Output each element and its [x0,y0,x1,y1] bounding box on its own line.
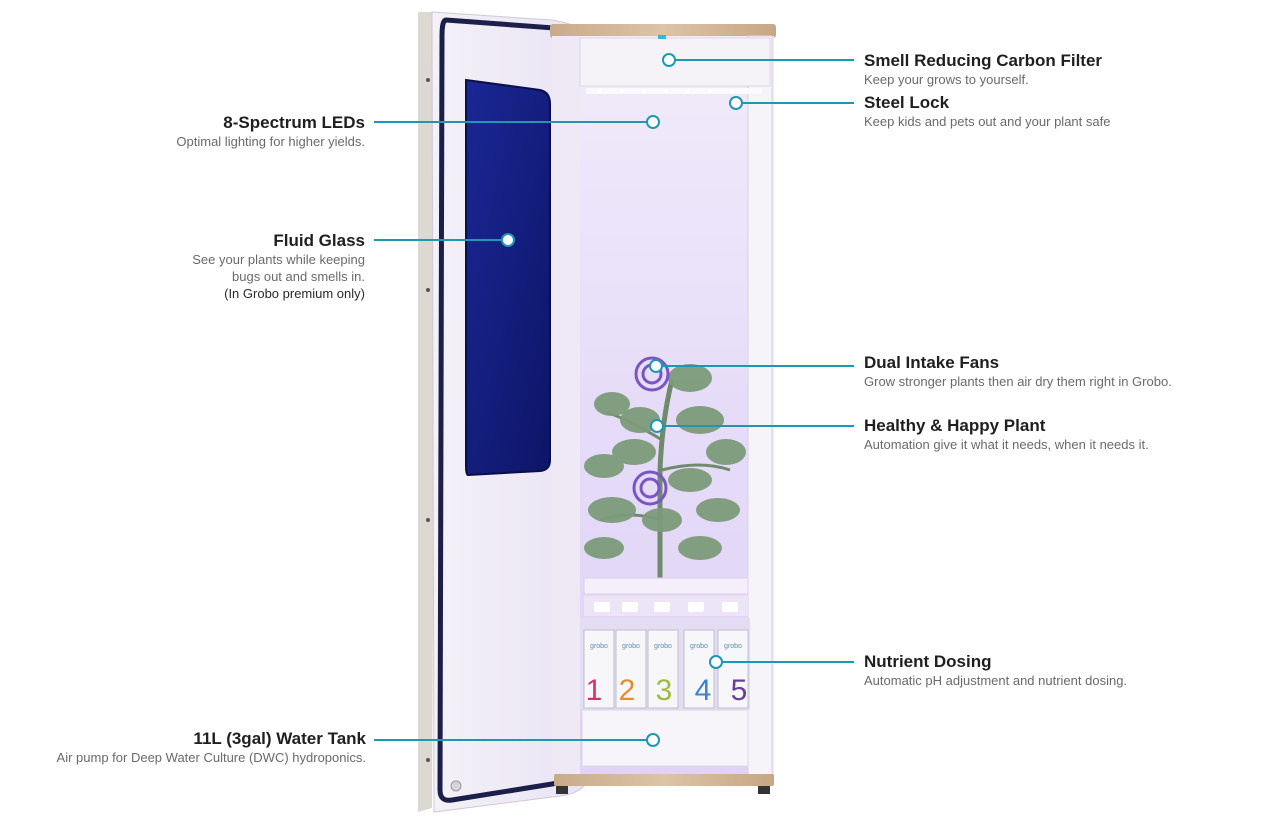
point-water-tank [646,733,660,747]
bottle-2-brand: grobo [622,643,640,650]
leader-water-tank [374,739,648,741]
callout-title: 11L (3gal) Water Tank [193,729,366,748]
callout-leds: 8-Spectrum LEDs Optimal lighting for hig… [176,112,365,150]
callout-desc: Automation give it what it needs, when i… [864,437,1149,452]
callout-title: Smell Reducing Carbon Filter [864,51,1103,70]
callout-desc: Optimal lighting for higher yields. [176,134,365,149]
callout-title: Dual Intake Fans [864,353,1000,372]
callout-desc-line2: bugs out and smells in. [232,269,365,284]
fluid-glass-window [465,78,551,477]
plant-illustration [583,356,749,616]
leader-carbon-filter [674,59,854,61]
bottle-1-brand: grobo [590,643,608,650]
callout-water-tank: 11L (3gal) Water Tank Air pump for Deep … [57,728,366,766]
point-intake-fans [649,359,663,373]
callout-steel-lock: Steel Lock Keep kids and pets out and yo… [864,92,1110,130]
leader-steel-lock [741,102,854,104]
point-plant [650,419,664,433]
water-tank [581,709,749,767]
point-nutrient [709,655,723,669]
bottle-5-brand: grobo [724,643,742,650]
point-leds [646,115,660,129]
nutrient-bottles: grobo grobo grobo grobo grobo 1 2 3 4 5 [580,618,750,710]
callout-plant: Healthy & Happy Plant Automation give it… [864,415,1149,453]
point-fluid-glass [501,233,515,247]
leader-nutrient [720,661,854,663]
bottle-2-number: 2 [619,674,636,707]
bottle-1-number: 1 [586,674,603,707]
point-steel-lock [729,96,743,110]
callout-desc: Keep your grows to yourself. [864,72,1029,87]
leader-intake-fans [660,365,854,367]
callout-intake-fans: Dual Intake Fans Grow stronger plants th… [864,352,1172,390]
led-strip [586,88,762,94]
callout-desc-line1: See your plants while keeping [192,252,365,267]
callout-carbon-filter: Smell Reducing Carbon Filter Keep your g… [864,50,1102,88]
leader-fluid-glass [374,239,502,241]
bottle-3-number: 3 [656,674,673,707]
callout-desc: Automatic pH adjustment and nutrient dos… [864,673,1128,688]
callout-nutrient: Nutrient Dosing Automatic pH adjustment … [864,651,1127,689]
callout-desc: Keep kids and pets out and your plant sa… [864,114,1111,129]
leader-plant [662,425,854,427]
callout-title: Nutrient Dosing [864,652,992,671]
callout-title: Healthy & Happy Plant [864,416,1046,435]
bottle-5-number: 5 [731,674,748,707]
callout-title: Steel Lock [864,93,950,112]
callout-desc: Air pump for Deep Water Culture (DWC) hy… [56,750,366,765]
bottle-4-brand: grobo [690,643,708,650]
callout-desc: Grow stronger plants then air dry them r… [864,374,1172,389]
intake-fan-bottom [632,470,668,506]
callout-fluid-glass: Fluid Glass See your plants while keepin… [192,230,365,302]
bottle-4-number: 4 [695,674,712,707]
callout-note: (In Grobo premium only) [224,286,365,301]
callout-title: Fluid Glass [273,231,365,250]
point-carbon-filter [662,53,676,67]
callout-title: 8-Spectrum LEDs [223,113,365,132]
leader-leds [374,121,648,123]
bottle-3-brand: grobo [654,643,672,650]
